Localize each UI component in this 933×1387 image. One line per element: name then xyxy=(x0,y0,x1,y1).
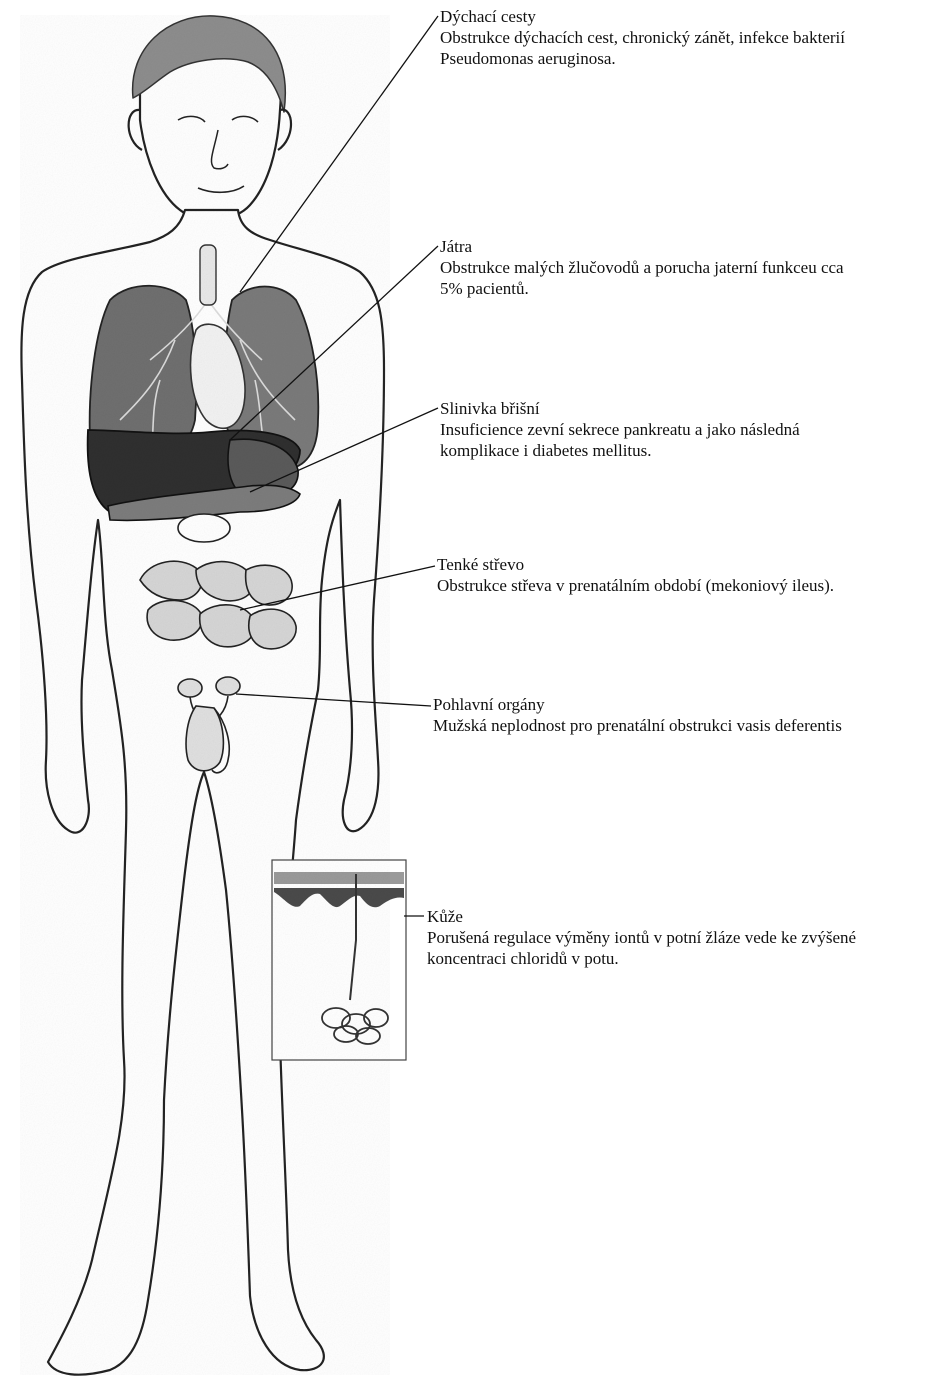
callout-liver: Játra Obstrukce malých žlučovodů a poruc… xyxy=(440,236,844,299)
callout-genital-organs: Pohlavní orgány Mužská neplodnost pro pr… xyxy=(433,694,842,736)
callout-title: Játra xyxy=(440,236,844,257)
epidermis xyxy=(274,872,404,884)
skin-section-inset xyxy=(272,860,406,1060)
callout-text: Obstrukce dýchacích cest, chronický záně… xyxy=(440,27,845,48)
callout-title: Tenké střevo xyxy=(437,554,834,575)
callout-text: koncentraci chloridů v potu. xyxy=(427,948,856,969)
callout-text: Porušená regulace výměny iontů v potní ž… xyxy=(427,927,856,948)
callout-title: Kůže xyxy=(427,906,856,927)
intestines xyxy=(140,561,296,649)
callout-text: Mužská neplodnost pro prenatální obstruk… xyxy=(433,715,842,736)
trachea xyxy=(200,245,216,305)
callout-text: 5% pacientů. xyxy=(440,278,844,299)
callout-pancreas: Slinivka břišní Insuficience zevní sekre… xyxy=(440,398,800,461)
duodenum xyxy=(178,514,230,542)
callout-text: Obstrukce střeva v prenatálním období (m… xyxy=(437,575,834,596)
callout-title: Dýchací cesty xyxy=(440,6,845,27)
callout-title: Slinivka břišní xyxy=(440,398,800,419)
callout-text: Pseudomonas aeruginosa. xyxy=(440,48,845,69)
callout-airways: Dýchací cesty Obstrukce dýchacích cest, … xyxy=(440,6,845,69)
callout-skin: Kůže Porušená regulace výměny iontů v po… xyxy=(427,906,856,969)
callout-small-intestine: Tenké střevo Obstrukce střeva v prenatál… xyxy=(437,554,834,596)
callout-text: Insuficience zevní sekrece pankreatu a j… xyxy=(440,419,800,440)
callout-title: Pohlavní orgány xyxy=(433,694,842,715)
callout-text: komplikace i diabetes mellitus. xyxy=(440,440,800,461)
callout-text: Obstrukce malých žlučovodů a porucha jat… xyxy=(440,257,844,278)
human-body xyxy=(21,16,384,1375)
